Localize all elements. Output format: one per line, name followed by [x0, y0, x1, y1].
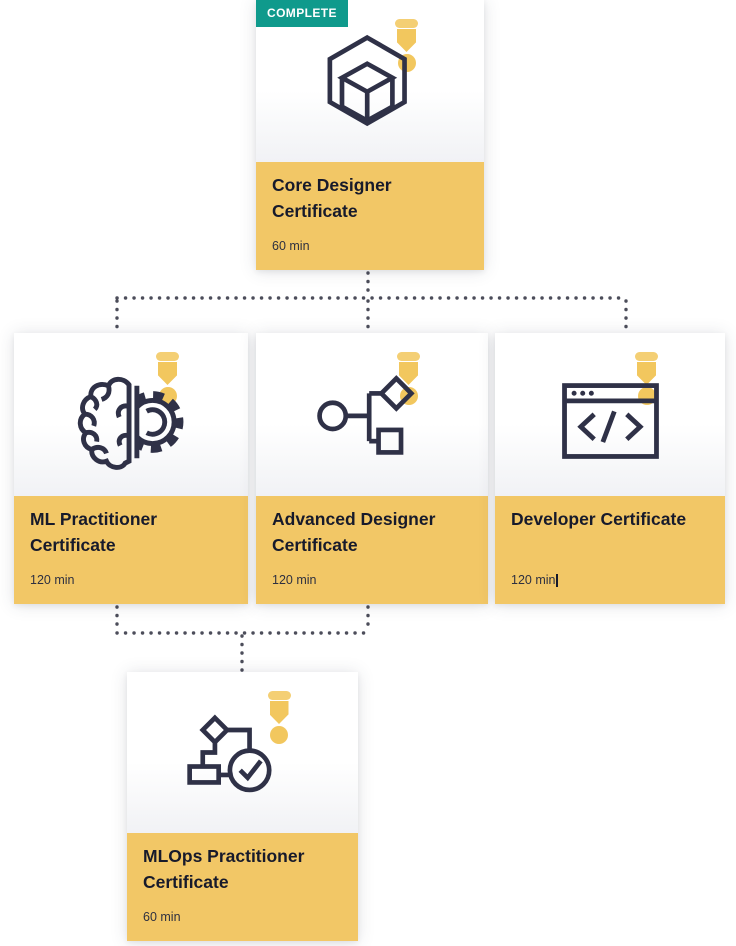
card-duration: 120 min — [30, 573, 75, 587]
card-ml-practitioner-certificate[interactable]: ML Practitioner Certificate 120 min — [14, 333, 248, 604]
card-title-section: MLOps Practitioner Certificate 60 min — [127, 833, 358, 941]
card-image-area — [14, 333, 248, 496]
card-title-section: Core Designer Certificate 60 min — [256, 162, 484, 270]
card-image-area — [256, 333, 488, 496]
card-image-area — [256, 0, 484, 162]
card-title: Developer Certificate — [511, 509, 687, 529]
award-ribbon-icon — [267, 691, 291, 744]
card-image-area — [495, 333, 725, 496]
card-image-area — [127, 672, 358, 833]
card-title-section: Developer Certificate 120 min — [495, 496, 725, 604]
card-title-section: ML Practitioner Certificate 120 min — [14, 496, 248, 604]
flow-check-icon — [186, 714, 272, 793]
card-developer-certificate[interactable]: Developer Certificate 120 min — [495, 333, 725, 604]
card-duration: 60 min — [143, 910, 181, 924]
card-title: ML Practitioner Certificate — [30, 509, 158, 555]
card-title: Advanced Designer Certificate — [272, 509, 436, 555]
card-duration: 120 min — [511, 573, 558, 587]
card-title-section: Advanced Designer Certificate 120 min — [256, 496, 488, 604]
flowchart-branch-icon — [317, 375, 415, 455]
text-caret — [556, 574, 558, 587]
complete-status-badge: COMPLETE — [256, 0, 348, 27]
card-mlops-practitioner-certificate[interactable]: MLOps Practitioner Certificate 60 min — [127, 672, 358, 941]
cube-hexagon-icon — [327, 34, 407, 127]
card-title: Core Designer Certificate — [272, 175, 392, 221]
card-duration: 120 min — [272, 573, 317, 587]
card-advanced-designer-certificate[interactable]: Advanced Designer Certificate 120 min — [256, 333, 488, 604]
card-duration: 60 min — [272, 239, 310, 253]
brain-gear-icon — [77, 376, 184, 470]
card-title: MLOps Practitioner Certificate — [143, 846, 305, 892]
card-core-designer-certificate[interactable]: COMPLETE Core Designer Certificate 60 mi… — [256, 0, 484, 270]
code-browser-icon — [561, 383, 659, 459]
